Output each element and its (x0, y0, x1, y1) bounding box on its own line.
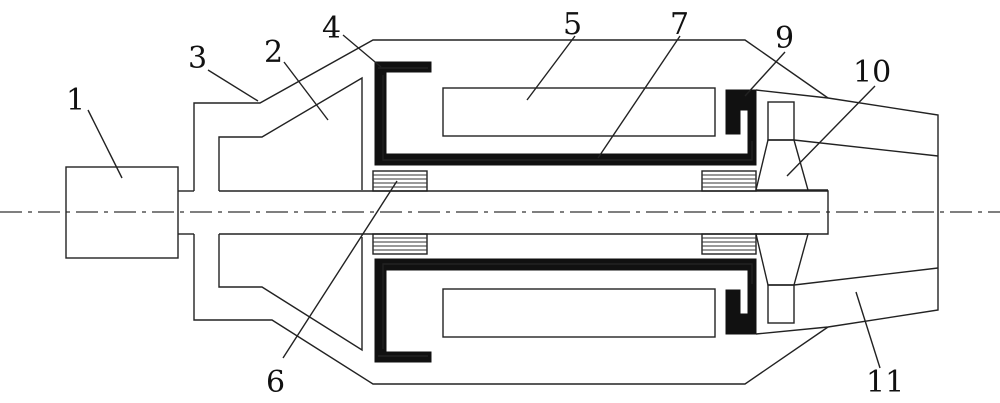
label-7: 7 (670, 7, 689, 42)
label-6: 6 (266, 365, 285, 400)
part-5-stator-top (443, 88, 715, 136)
bearing-right-top (702, 171, 756, 191)
part-9-end-block-top (726, 90, 756, 138)
label-5: 5 (563, 7, 582, 42)
bearing-right-bottom (702, 234, 756, 254)
part-9-end-block-bottom (726, 287, 756, 334)
part-5-stator-bottom (443, 289, 715, 337)
label-3: 3 (188, 41, 207, 76)
label-9: 9 (775, 21, 794, 56)
part-4-7-rotor-frame-bottom (375, 259, 756, 362)
part-6-bearing-left-top (373, 171, 427, 191)
leader-lines (88, 35, 880, 368)
label-10: 10 (853, 55, 891, 90)
part-6-bearing-left-bottom (373, 234, 427, 254)
label-11: 11 (866, 365, 904, 400)
part-4-7-rotor-frame-top (375, 62, 756, 165)
label-1: 1 (66, 83, 85, 118)
label-4: 4 (322, 11, 341, 46)
label-2: 2 (264, 35, 283, 70)
